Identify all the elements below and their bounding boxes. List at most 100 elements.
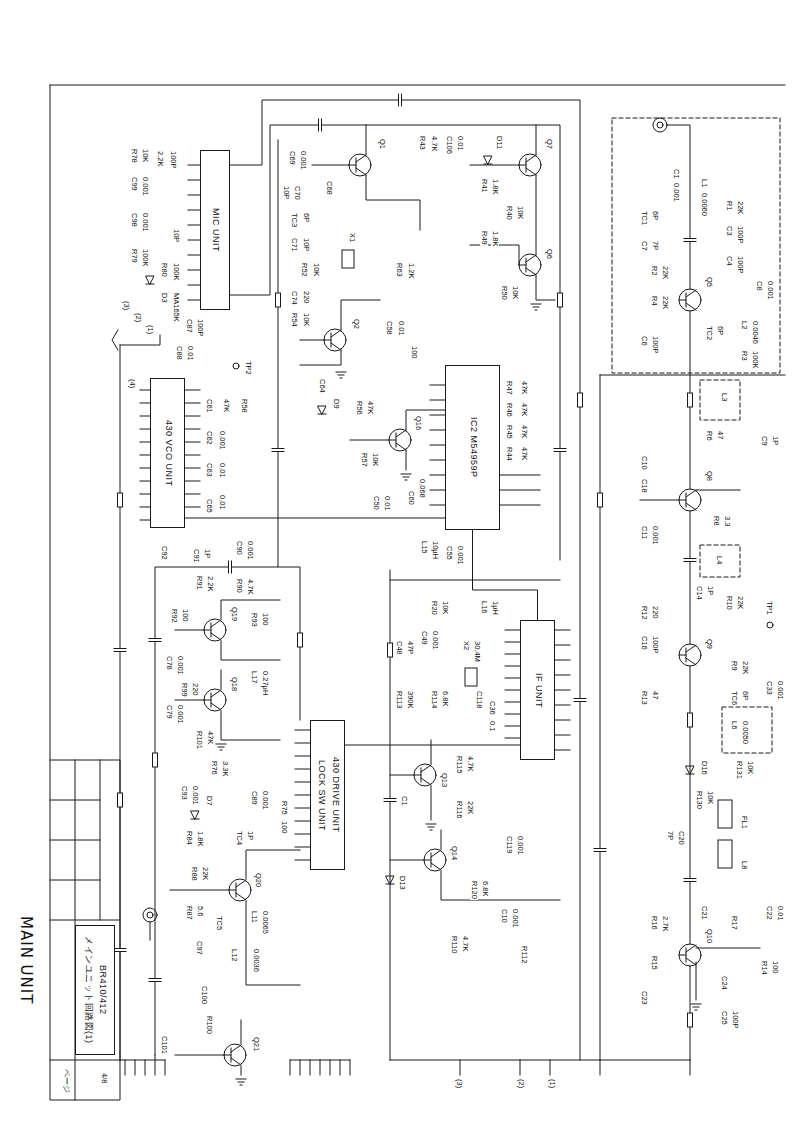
part-label: 0.001 xyxy=(262,790,270,811)
part-label: R116 xyxy=(456,800,464,819)
resistor-symbol xyxy=(276,293,281,307)
part-label: D9 xyxy=(333,398,341,410)
capacitor-symbol xyxy=(272,449,284,452)
ground-symbol xyxy=(216,744,226,750)
part-label: TC3 xyxy=(291,212,299,228)
part-label: 1P xyxy=(772,435,780,446)
part-label: 0.001 xyxy=(177,704,185,725)
diode-symbol xyxy=(386,876,394,884)
part-label: D11 xyxy=(496,135,504,150)
part-label: R20 xyxy=(431,600,439,616)
part-label: 220 xyxy=(192,682,200,697)
part-label: D3 xyxy=(161,292,169,304)
connector-number: (2) xyxy=(518,1078,526,1089)
title-block-grid xyxy=(50,760,120,1100)
part-label: 10K xyxy=(303,312,311,327)
part-label: C4 xyxy=(726,255,734,267)
part-label: 0.001 xyxy=(300,150,308,171)
part-label: C10 xyxy=(641,455,649,471)
part-label: 10K xyxy=(313,262,321,277)
part-label: R113 xyxy=(396,690,404,709)
part-label: MA165K xyxy=(173,292,181,323)
part-label: 6.8K xyxy=(442,690,450,707)
part-label: Q1 xyxy=(379,138,387,150)
part-label: 7P xyxy=(667,830,675,841)
part-label: C20 xyxy=(678,830,686,846)
part-label: 10P xyxy=(303,237,311,252)
part-label: R76 xyxy=(211,760,219,776)
transistor-symbol xyxy=(679,289,701,311)
part-label: R50 xyxy=(501,285,509,301)
transistor-symbol xyxy=(229,879,251,901)
part-label: L3 xyxy=(721,392,729,402)
part-label: 220 xyxy=(303,290,311,305)
part-label: C98 xyxy=(131,212,139,228)
part-label: 47P xyxy=(407,640,415,655)
part-label: TC2 xyxy=(706,325,714,341)
part-label: R43 xyxy=(419,135,427,151)
part-label: R14 xyxy=(761,960,769,976)
part-label: R10 xyxy=(726,595,734,611)
capacitor-symbol xyxy=(554,449,566,452)
part-label: 0.01 xyxy=(457,135,465,152)
part-label: C21 xyxy=(701,905,709,921)
part-label: 3.3K xyxy=(222,760,230,777)
part-label: C3 xyxy=(726,225,734,237)
part-label: C7 xyxy=(641,240,649,252)
part-label: R9 xyxy=(731,660,739,672)
part-label: 0.0046 xyxy=(752,320,760,345)
part-label: R3 xyxy=(741,350,749,362)
part-label: 1P xyxy=(707,585,715,596)
capacitor-symbol xyxy=(684,239,696,242)
part-label: 22K xyxy=(737,200,745,215)
part-label: 0.01 xyxy=(777,905,785,922)
part-label: C58 xyxy=(386,320,394,336)
part-label: 100P xyxy=(737,225,745,245)
part-label: C79 xyxy=(166,704,174,720)
part-label: 4.7K xyxy=(467,755,475,772)
part-label: C106 xyxy=(446,135,454,155)
transistor-symbol xyxy=(204,689,226,711)
part-label: C101 xyxy=(161,1035,169,1055)
part-label: R63 xyxy=(396,262,404,278)
part-label: R45 xyxy=(506,424,514,440)
coax-connector xyxy=(657,122,663,128)
crystal-symbol xyxy=(342,250,354,268)
part-label: 100 xyxy=(772,960,780,975)
part-label: 100P xyxy=(737,255,745,275)
part-label: 0.001 xyxy=(673,182,681,203)
diode-symbol xyxy=(484,156,492,164)
part-label: R17 xyxy=(731,915,739,931)
resistor-symbol xyxy=(558,293,563,307)
unit-label: MIC UNIT xyxy=(210,208,220,252)
part-label: 0.001 xyxy=(517,835,525,856)
part-label: R130 xyxy=(696,790,704,810)
capacitor-symbol xyxy=(149,979,161,982)
transistor-symbol xyxy=(679,489,701,511)
transistor-symbol xyxy=(519,254,541,276)
part-label: ページ xyxy=(63,1068,71,1094)
part-label: C99 xyxy=(131,176,139,192)
resistor-symbol xyxy=(118,793,123,807)
unit-label: 430 VCO UNIT xyxy=(163,420,173,487)
part-label: 1.8K xyxy=(492,178,500,195)
transistor-symbol xyxy=(424,849,446,871)
part-label: C87 xyxy=(186,318,194,334)
connector-number: (3) xyxy=(123,300,131,311)
part-label: C55 xyxy=(446,545,454,561)
transistor-symbol xyxy=(204,619,226,641)
part-label: Q9 xyxy=(706,638,714,650)
part-label: C33 xyxy=(766,680,774,696)
part-label: 4.7K xyxy=(247,578,255,595)
part-label: L15 xyxy=(421,540,429,555)
part-label: 2.7K xyxy=(662,915,670,932)
part-label: C78 xyxy=(166,655,174,671)
part-label: C1 xyxy=(401,795,409,807)
part-label: 22K xyxy=(737,595,745,610)
part-label: R120 xyxy=(471,880,479,900)
part-label: Q16 xyxy=(415,415,423,431)
part-label: 0.001 xyxy=(432,630,440,651)
part-label: C25 xyxy=(721,1010,729,1026)
part-label: Q2 xyxy=(353,318,361,330)
